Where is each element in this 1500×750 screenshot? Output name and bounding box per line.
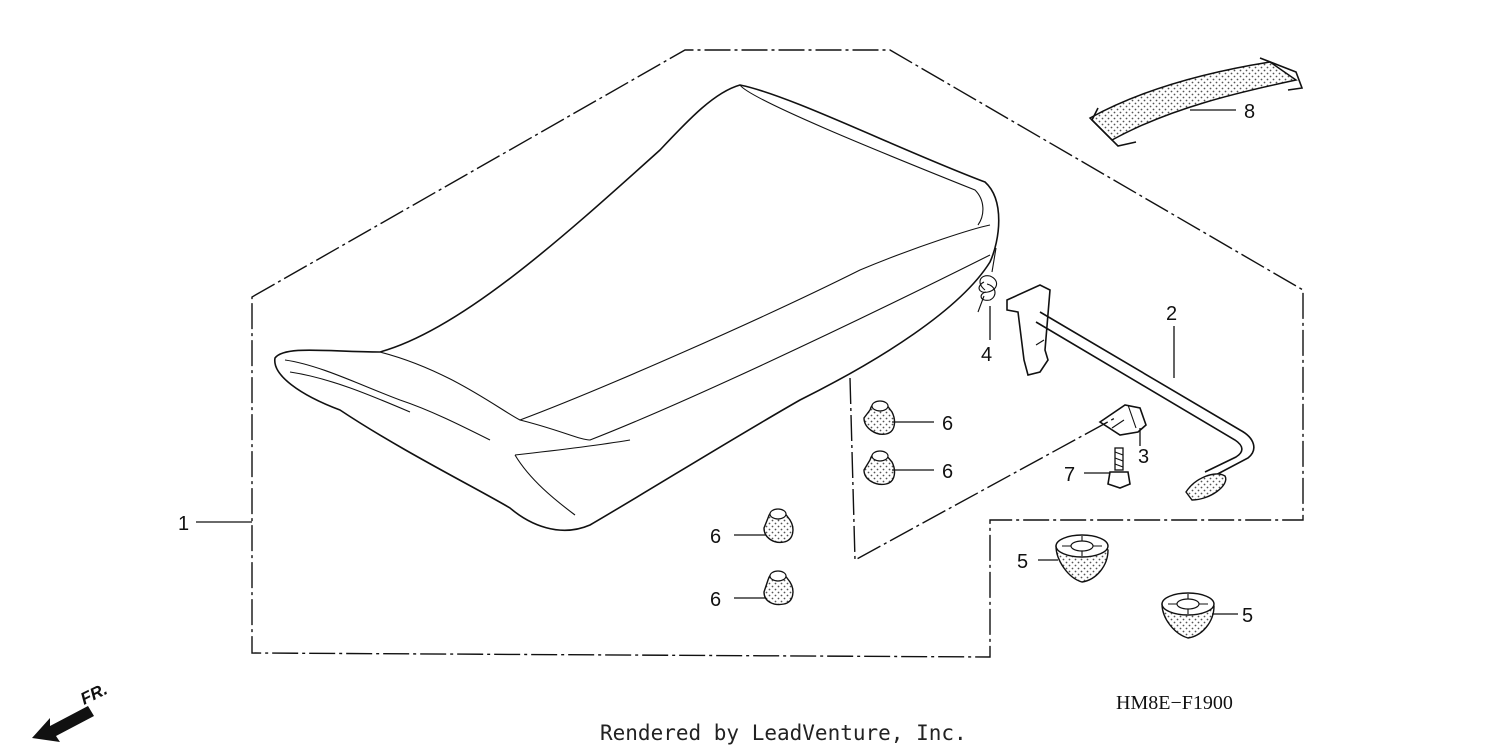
callout-6d: 6 xyxy=(710,589,721,611)
latch-hook-part xyxy=(1006,284,1255,501)
cushion-part-d xyxy=(763,570,794,606)
spring-part xyxy=(977,247,998,313)
assembly-boundary xyxy=(251,49,1304,658)
render-credit: Rendered by LeadVenture, Inc. xyxy=(600,721,967,745)
callout-8: 8 xyxy=(1244,101,1255,123)
grommet-part-b xyxy=(1161,592,1215,639)
bolt-part xyxy=(1107,447,1131,489)
strap-part xyxy=(1088,57,1304,147)
callout-3: 3 xyxy=(1138,446,1149,468)
seat-part xyxy=(274,84,1000,532)
cushion-part-b xyxy=(863,450,896,486)
diagram-code: HM8E−F1900 xyxy=(1116,692,1233,714)
leader-lines xyxy=(196,109,1238,615)
callout-4: 4 xyxy=(981,344,992,366)
callout-6c: 6 xyxy=(710,526,721,548)
callout-6b: 6 xyxy=(942,461,953,483)
cushion-part-a xyxy=(863,400,896,435)
callout-1: 1 xyxy=(178,513,189,535)
callout-5a: 5 xyxy=(1017,551,1028,573)
front-arrow-icon xyxy=(32,706,94,742)
callout-5b: 5 xyxy=(1242,605,1253,627)
clip-part xyxy=(1098,404,1147,436)
callout-2: 2 xyxy=(1166,303,1177,325)
grommet-part-a xyxy=(1055,534,1109,583)
callout-6a: 6 xyxy=(942,413,953,435)
callout-7: 7 xyxy=(1064,464,1075,486)
front-indicator-label: FR. xyxy=(77,680,110,709)
cushion-part-c xyxy=(763,508,794,544)
